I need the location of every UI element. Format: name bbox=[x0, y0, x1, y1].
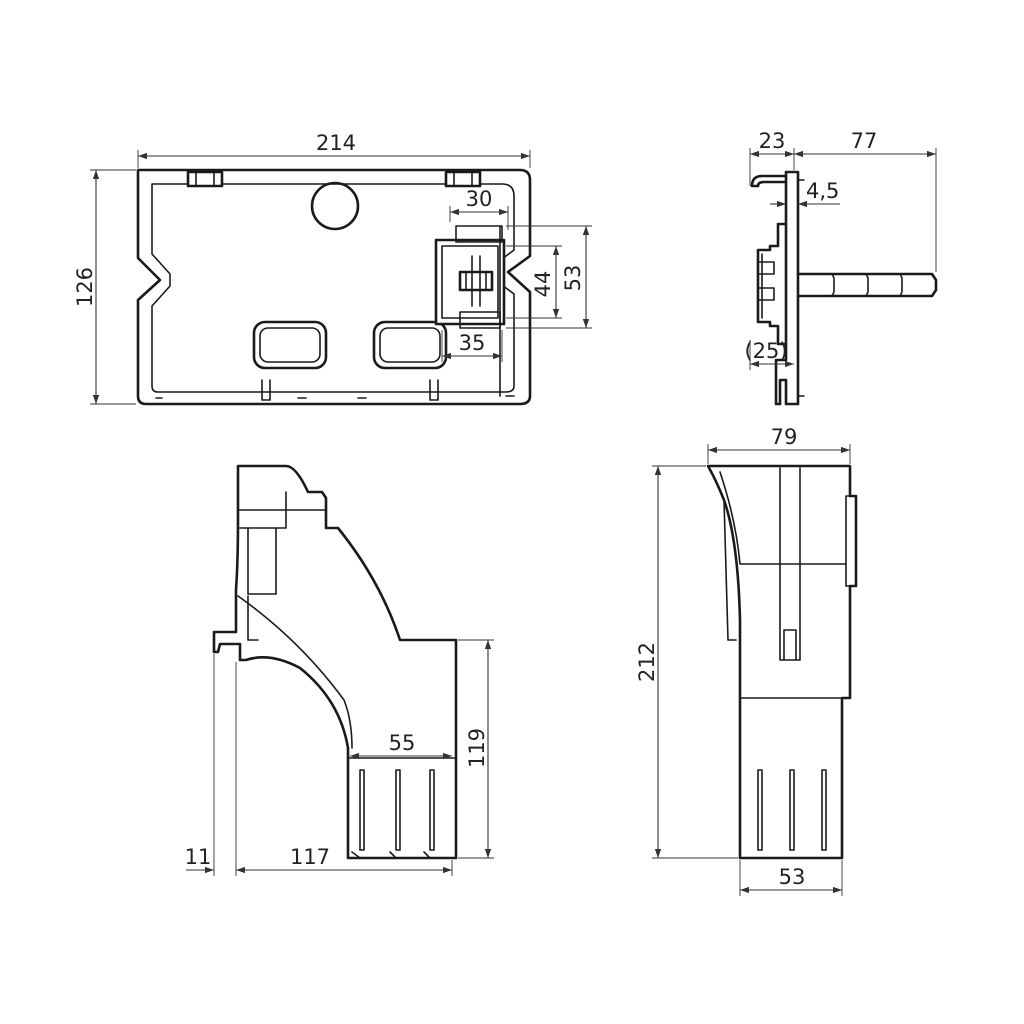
side-module bbox=[756, 222, 788, 346]
dim-module-30: 30 bbox=[466, 187, 493, 211]
dim-height-212: 212 bbox=[635, 642, 659, 682]
side-plate bbox=[774, 170, 800, 406]
dim-depth-23: 23 bbox=[759, 129, 786, 153]
dim-module-44: 44 bbox=[531, 271, 555, 298]
dim-outlet-55: 55 bbox=[389, 731, 416, 755]
hinge-left bbox=[186, 170, 224, 188]
front-view: 214 126 30 44 53 35 bbox=[73, 131, 592, 406]
frame-inner bbox=[151, 183, 515, 393]
side-view: 23 77 4,5 (25) bbox=[744, 129, 938, 406]
section-outline bbox=[212, 464, 458, 860]
frame-outer bbox=[136, 168, 532, 406]
dim-flange-11: 11 bbox=[185, 845, 212, 869]
dim-thickness-4-5: 4,5 bbox=[806, 179, 839, 203]
end-outlet-slots bbox=[757, 769, 827, 851]
bottom-clips bbox=[155, 379, 515, 401]
side-hook bbox=[750, 174, 788, 188]
hinge-right bbox=[444, 170, 482, 188]
side-rod bbox=[796, 272, 938, 298]
dim-top-79: 79 bbox=[771, 425, 798, 449]
dim-height-126: 126 bbox=[73, 267, 97, 307]
valve-module bbox=[434, 225, 506, 397]
dim-width-214: 214 bbox=[316, 131, 356, 155]
end-funnel-outline bbox=[706, 464, 858, 860]
slot-right bbox=[372, 320, 448, 370]
section-inner-curve bbox=[237, 595, 353, 749]
dim-offset-25: (25) bbox=[744, 339, 787, 363]
section-outlet-slots bbox=[351, 769, 435, 859]
end-view: 79 212 53 bbox=[635, 425, 858, 896]
slot-left bbox=[252, 320, 328, 370]
section-view: 55 119 11 117 bbox=[185, 464, 494, 876]
section-upper-block bbox=[239, 491, 287, 595]
dim-module-53: 53 bbox=[561, 265, 585, 292]
round-hole bbox=[310, 181, 360, 231]
dim-outlet-119: 119 bbox=[465, 728, 489, 768]
dim-module-35: 35 bbox=[459, 331, 486, 355]
dim-rod-77: 77 bbox=[851, 129, 878, 153]
end-centre-rib bbox=[779, 467, 801, 661]
dim-outlet-53: 53 bbox=[779, 865, 806, 889]
dim-body-117: 117 bbox=[290, 845, 330, 869]
